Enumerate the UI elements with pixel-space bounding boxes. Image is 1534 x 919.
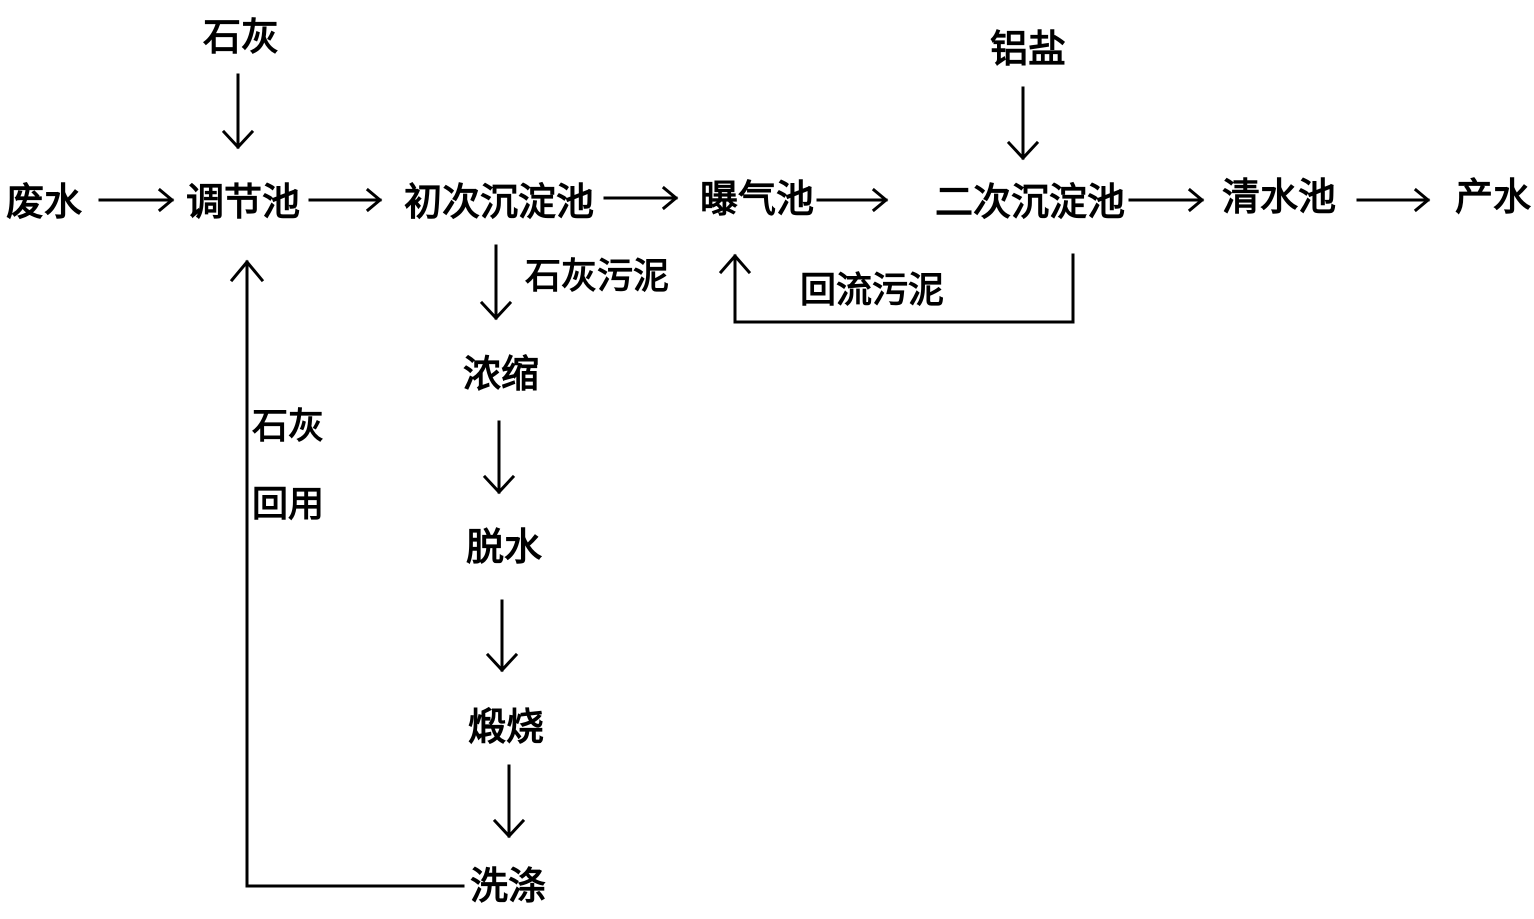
arrow-aluminum-to-secondary	[1006, 86, 1040, 161]
arrow-aeration-to-secondary	[816, 187, 889, 213]
node-secondary-settling-tank: 二次沉淀池	[935, 179, 1126, 224]
node-clear-water-tank: 清水池	[1222, 174, 1337, 219]
arrow-lime-to-equalization	[221, 73, 255, 150]
node-primary-settling-tank: 初次沉淀池	[404, 179, 595, 224]
node-dewatering: 脱水	[466, 524, 543, 569]
arrow-primary-to-aeration	[603, 185, 679, 211]
node-calcination: 煅烧	[468, 704, 545, 749]
arrow-feed-to-equalization	[98, 187, 175, 213]
edge-label-lime-reuse-line1: 石灰	[252, 405, 325, 447]
arrow-primary-to-thickening	[479, 244, 513, 321]
arrow-return-sludge-loop	[718, 253, 1075, 324]
aluminum-salt-input-label: 铝盐	[990, 26, 1067, 71]
lime-input-label: 石灰	[203, 14, 280, 59]
arrow-dewatering-to-calcination	[485, 599, 519, 673]
arrow-secondary-to-clear	[1128, 187, 1205, 213]
node-thickening: 浓缩	[463, 351, 540, 396]
node-feed-water: 废水	[6, 179, 83, 224]
arrow-clear-to-product	[1356, 187, 1431, 213]
edge-label-lime-sludge: 石灰污泥	[525, 255, 670, 297]
node-product-water: 产水	[1455, 174, 1532, 219]
arrow-lime-reuse-loop	[229, 259, 465, 888]
edge-label-return-sludge: 回流污泥	[800, 269, 945, 311]
arrow-equalization-to-primary	[308, 187, 383, 213]
arrow-thickening-to-dewatering	[482, 420, 516, 495]
node-equalization-tank: 调节池	[186, 179, 301, 224]
node-washing: 洗涤	[470, 863, 547, 908]
edge-label-lime-reuse-line2: 回用	[252, 483, 325, 525]
node-aeration-tank: 曝气池	[700, 176, 815, 221]
arrow-calcination-to-washing	[492, 764, 526, 839]
